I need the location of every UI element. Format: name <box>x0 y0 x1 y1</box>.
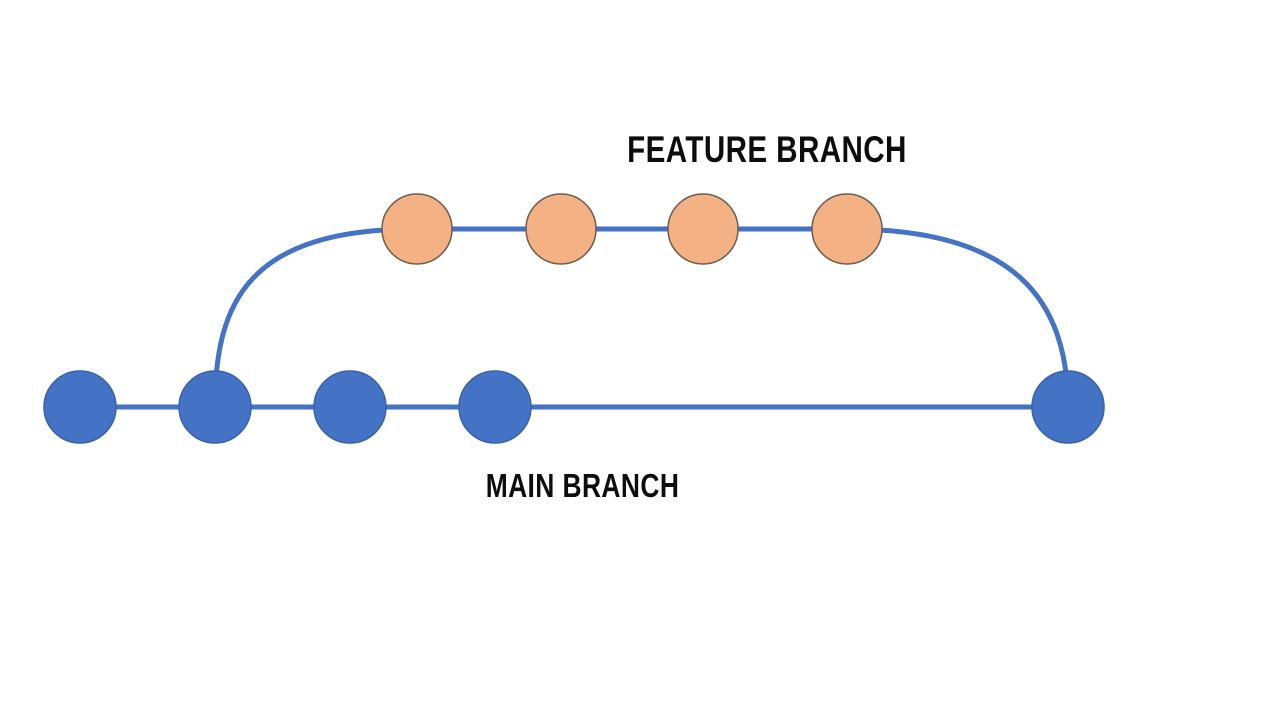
feature-branch-nodes <box>381 193 883 265</box>
main-branch-label-text: MAIN BRANCH <box>485 467 680 504</box>
commit-node-main-4[interactable] <box>458 370 532 444</box>
commit-node-main-3[interactable] <box>313 370 387 444</box>
connector-merge-curve <box>844 226 1071 410</box>
commit-node-feature-1[interactable] <box>381 193 453 265</box>
main-branch-nodes <box>43 370 1105 444</box>
commit-node-feature-4[interactable] <box>811 193 883 265</box>
commit-node-feature-2[interactable] <box>525 193 597 265</box>
feature-branch-label-text: FEATURE BRANCH <box>627 129 907 170</box>
commit-node-feature-3[interactable] <box>667 193 739 265</box>
commit-node-main-1[interactable] <box>43 370 117 444</box>
commit-node-main-5-merge[interactable] <box>1031 370 1105 444</box>
connector-branch-curve <box>212 226 420 410</box>
commit-node-main-2[interactable] <box>178 370 252 444</box>
main-branch-label: MAIN BRANCH <box>71 469 1095 502</box>
feature-branch-label: FEATURE BRANCH <box>255 131 1279 168</box>
